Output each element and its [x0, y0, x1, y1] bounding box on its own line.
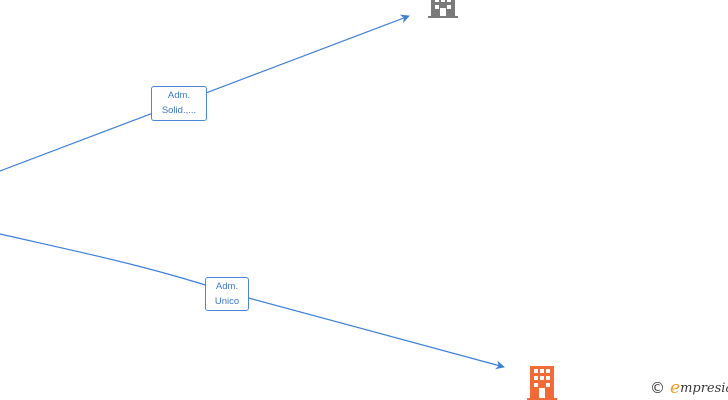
edge-label-adm-unico[interactable]: Adm. Unico [205, 277, 249, 311]
edge-label-line: Solid.,... [161, 105, 197, 116]
empresia-watermark: © e mpresia [650, 378, 728, 398]
brand-initial: e [670, 378, 681, 398]
edge-line-lower [0, 233, 505, 370]
company-node-bottom[interactable] [527, 366, 557, 400]
building-icon [527, 366, 557, 400]
edge-label-line: Adm. [167, 90, 191, 101]
building-icon [428, 0, 458, 18]
edge-label-line: Unico [214, 296, 240, 307]
edge-label-adm-solidario[interactable]: Adm. Solid.,... [151, 86, 207, 121]
brand-name: mpresia [680, 380, 728, 396]
edge-label-line: Adm. [215, 281, 239, 292]
copyright-symbol: © [650, 379, 665, 397]
company-node-top[interactable] [428, 0, 458, 18]
